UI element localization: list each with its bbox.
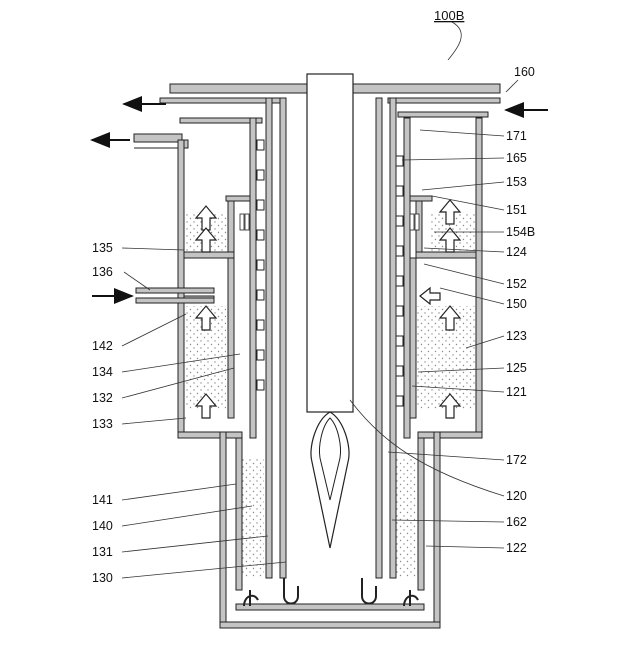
ref-label-160: 160 bbox=[514, 65, 535, 79]
return-hooks bbox=[244, 578, 418, 606]
flame bbox=[311, 412, 349, 548]
ref-label-153: 153 bbox=[506, 175, 527, 189]
ref-label-162: 162 bbox=[506, 515, 527, 529]
ref-label-142: 142 bbox=[92, 339, 113, 353]
figure-title: 100B bbox=[434, 8, 464, 23]
electrode bbox=[307, 74, 353, 412]
ref-label-130: 130 bbox=[92, 571, 113, 585]
ref-label-152: 152 bbox=[506, 277, 527, 291]
ref-label-133: 133 bbox=[92, 417, 113, 431]
ref-label-134: 134 bbox=[92, 365, 113, 379]
ref-label-172: 172 bbox=[506, 453, 527, 467]
ref-label-135: 135 bbox=[92, 241, 113, 255]
ref-label-165: 165 bbox=[506, 151, 527, 165]
ref-label-131: 131 bbox=[92, 545, 113, 559]
ref-label-125: 125 bbox=[506, 361, 527, 375]
ref-label-151: 151 bbox=[506, 203, 527, 217]
ref-label-154b: 154B bbox=[506, 225, 535, 239]
ref-label-124: 124 bbox=[506, 245, 527, 259]
ref-label-141: 141 bbox=[92, 493, 113, 507]
ref-label-122: 122 bbox=[506, 541, 527, 555]
ref-label-121: 121 bbox=[506, 385, 527, 399]
ref-label-123: 123 bbox=[506, 329, 527, 343]
ref-label-171: 171 bbox=[506, 129, 527, 143]
ref-label-132: 132 bbox=[92, 391, 113, 405]
ref-label-120: 120 bbox=[506, 489, 527, 503]
ref-label-150: 150 bbox=[506, 297, 527, 311]
ref-label-140: 140 bbox=[92, 519, 113, 533]
ref-label-136: 136 bbox=[92, 265, 113, 279]
